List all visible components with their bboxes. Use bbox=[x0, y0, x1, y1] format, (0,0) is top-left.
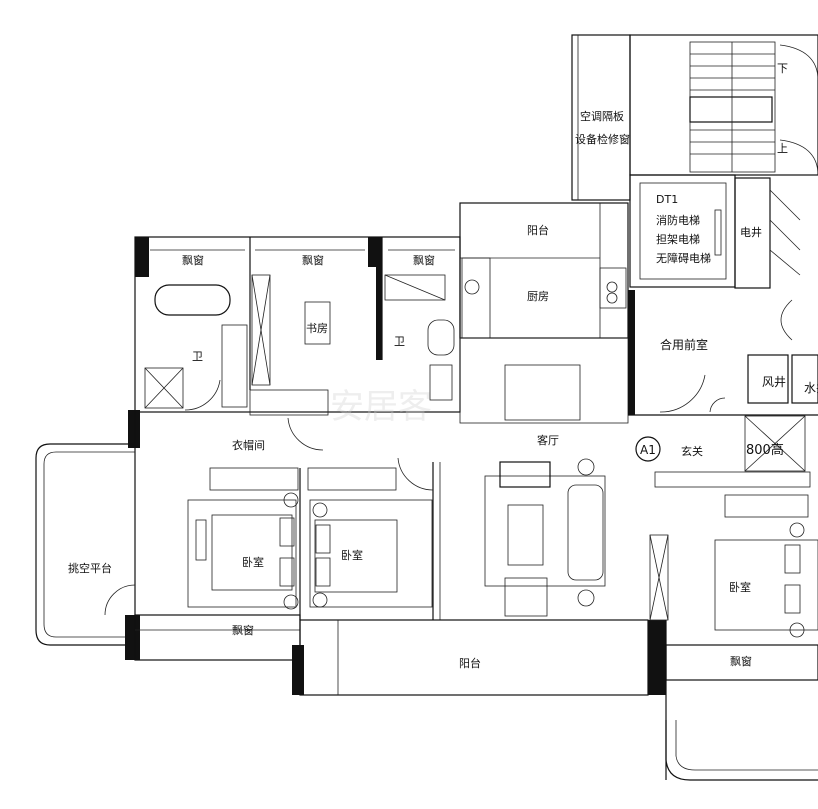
label-accessible-elevator: 无障碍电梯 bbox=[656, 251, 711, 265]
label-stair-down: 下 bbox=[777, 62, 788, 75]
label-study: 书房 bbox=[306, 322, 328, 335]
label-ac-panel: 空调隔板 bbox=[580, 109, 624, 123]
label-fire-elevator: 消防电梯 bbox=[656, 213, 700, 227]
label-overhang-platform: 挑空平台 bbox=[68, 561, 112, 575]
label-closet: 衣帽间 bbox=[232, 438, 265, 452]
label-vent-shaft: 风井 bbox=[762, 375, 786, 389]
label-entrance: 玄关 bbox=[681, 444, 703, 458]
label-stair-up: 上 bbox=[777, 142, 788, 155]
label-shared-lobby: 合用前室 bbox=[660, 337, 708, 352]
label-bay-window-1: 飘窗 bbox=[182, 253, 204, 267]
label-balcony-top: 阳台 bbox=[527, 223, 549, 237]
room-labels: 空调隔板 设备检修窗 下 上 DT1 消防电梯 担架电梯 无障碍电梯 电井 阳台… bbox=[68, 62, 818, 670]
label-elevator-id: DT1 bbox=[656, 193, 678, 206]
label-unit-tag: A1 bbox=[640, 443, 656, 457]
label-cabinet-height: 800高 bbox=[746, 442, 784, 458]
fixtures bbox=[283, 279, 805, 638]
unit-tag-circle bbox=[635, 436, 661, 462]
label-maintenance-window: 设备检修窗 bbox=[575, 132, 630, 146]
watermark: 安居客 bbox=[330, 387, 432, 427]
label-bath-1: 卫 bbox=[192, 350, 203, 363]
label-bedroom-1: 卧室 bbox=[242, 555, 264, 569]
stair bbox=[689, 41, 818, 176]
label-electrical-shaft: 电井 bbox=[740, 225, 762, 239]
label-kitchen: 厨房 bbox=[527, 290, 549, 303]
walls bbox=[35, 34, 818, 781]
label-bedroom-2: 卧室 bbox=[341, 548, 363, 562]
label-bay-window-4: 飘窗 bbox=[232, 623, 254, 637]
label-water-shaft: 水井 bbox=[804, 381, 818, 395]
label-balcony-bottom: 阳台 bbox=[459, 656, 481, 670]
label-bay-window-2: 飘窗 bbox=[302, 253, 324, 267]
label-bath-2: 卫 bbox=[394, 335, 405, 348]
label-living: 客厅 bbox=[537, 433, 559, 447]
label-stretcher-elevator: 担架电梯 bbox=[656, 232, 700, 246]
label-bay-window-3: 飘窗 bbox=[413, 253, 435, 267]
label-bedroom-3: 卧室 bbox=[729, 580, 751, 594]
label-bay-window-5: 飘窗 bbox=[730, 654, 752, 668]
